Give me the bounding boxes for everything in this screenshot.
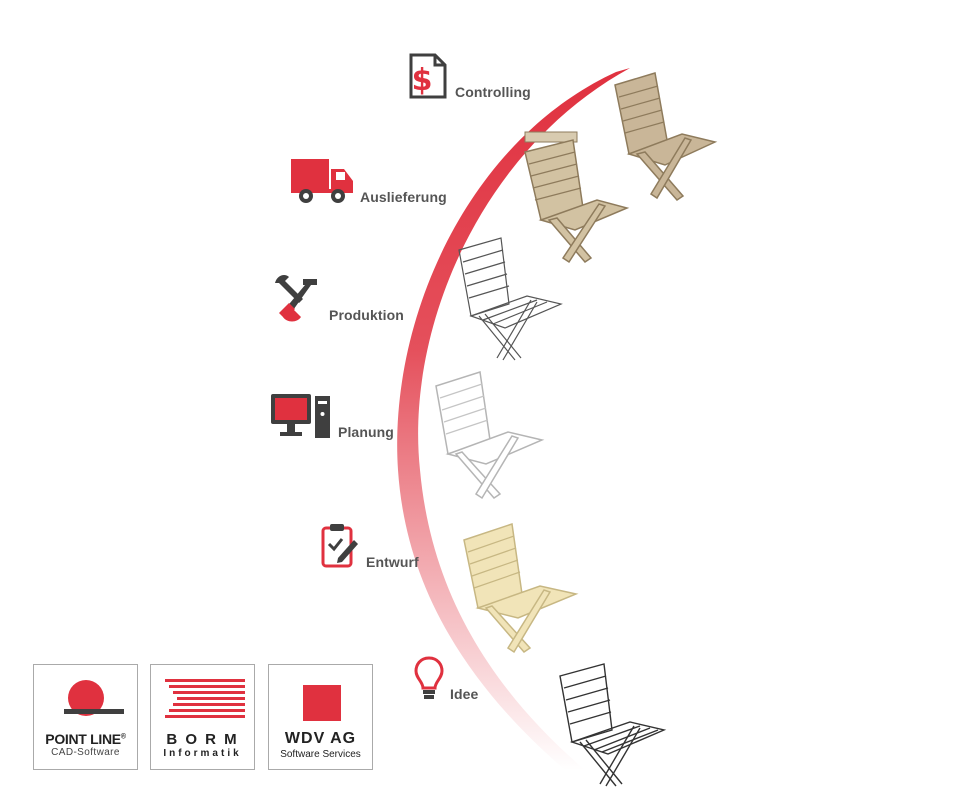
logo-borm: B O R M Informatik xyxy=(150,664,255,770)
step-label: Entwurf xyxy=(366,554,419,570)
step-label: Produktion xyxy=(329,307,404,323)
borm-sub: Informatik xyxy=(163,748,242,759)
clipboard-pencil-icon xyxy=(320,522,360,570)
step-auslieferung: Auslieferung xyxy=(290,157,447,205)
desktop-computer-icon xyxy=(270,392,332,440)
logo-wdv: WDV AG Software Services xyxy=(268,664,373,770)
lightbulb-icon xyxy=(414,656,444,702)
svg-text:$: $ xyxy=(412,63,433,98)
logo-pointline: POINT LINE® CAD-Software xyxy=(33,664,138,770)
wdv-name: WDV AG xyxy=(284,730,357,747)
wdv-mark xyxy=(303,685,341,721)
step-label: Auslieferung xyxy=(360,189,447,205)
chair-entwurf xyxy=(463,523,579,654)
chair-planung xyxy=(435,371,545,500)
step-label: Idee xyxy=(450,686,479,702)
pointline-name: POINT LINE® xyxy=(45,731,126,747)
chair-controlling xyxy=(614,72,718,201)
step-label: Planung xyxy=(338,424,394,440)
wrench-hammer-icon xyxy=(273,273,323,323)
borm-mark xyxy=(165,679,245,718)
step-entwurf: Entwurf xyxy=(320,522,419,570)
chair-produktion xyxy=(458,237,563,361)
delivery-truck-icon xyxy=(290,157,354,205)
chair-idee xyxy=(559,663,667,787)
step-controlling: $ Controlling xyxy=(405,52,531,100)
step-planung: Planung xyxy=(270,392,394,440)
dollar-document-icon: $ xyxy=(405,52,449,100)
step-idee: Idee xyxy=(414,656,478,702)
step-produktion: Produktion xyxy=(273,273,404,323)
step-label: Controlling xyxy=(455,84,531,100)
wdv-sub: Software Services xyxy=(280,749,361,760)
chair-auslieferung xyxy=(524,131,630,264)
borm-name: B O R M xyxy=(166,731,239,748)
pointline-sub: CAD-Software xyxy=(51,747,120,758)
pointline-mark xyxy=(64,680,124,716)
